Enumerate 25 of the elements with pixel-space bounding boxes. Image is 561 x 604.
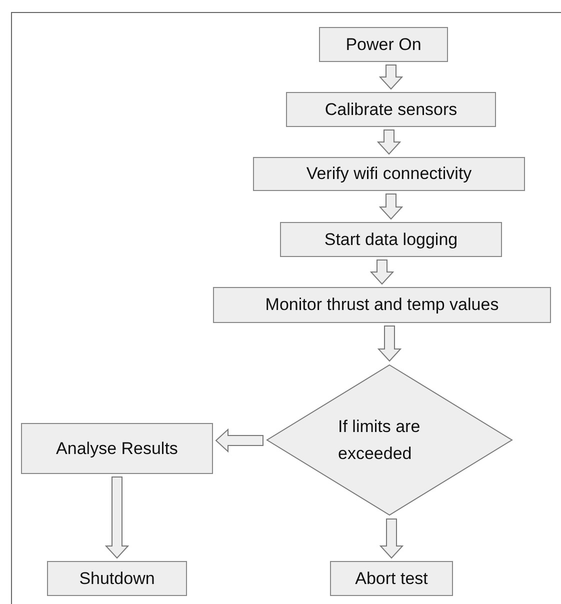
block-arrow bbox=[104, 476, 130, 559]
step-text: Calibrate sensors bbox=[324, 100, 458, 120]
step-text: Power On bbox=[346, 34, 422, 54]
process-box bbox=[286, 92, 496, 127]
block-arrow bbox=[377, 326, 402, 362]
block-arrow bbox=[378, 64, 404, 90]
process-box bbox=[330, 561, 453, 596]
process-box bbox=[213, 287, 551, 323]
step-text: Analyse Results bbox=[56, 438, 178, 458]
block-arrow bbox=[376, 130, 402, 155]
process-box bbox=[253, 157, 525, 191]
block-arrow bbox=[378, 194, 404, 220]
process-box bbox=[47, 561, 187, 596]
decision-text: If limits are exceeded bbox=[338, 416, 422, 465]
step-text: Start data logging bbox=[324, 230, 458, 250]
step-text: Verify wifi connectivity bbox=[306, 164, 472, 184]
process-box bbox=[280, 222, 502, 257]
block-arrow bbox=[215, 428, 264, 453]
process-box bbox=[319, 27, 448, 62]
step-text: Monitor thrust and temp values bbox=[265, 295, 499, 315]
process-box bbox=[21, 423, 213, 474]
step-text: Shutdown bbox=[79, 568, 155, 588]
block-arrow bbox=[370, 260, 394, 285]
step-text: Abort test bbox=[355, 568, 428, 588]
block-arrow bbox=[379, 518, 404, 559]
